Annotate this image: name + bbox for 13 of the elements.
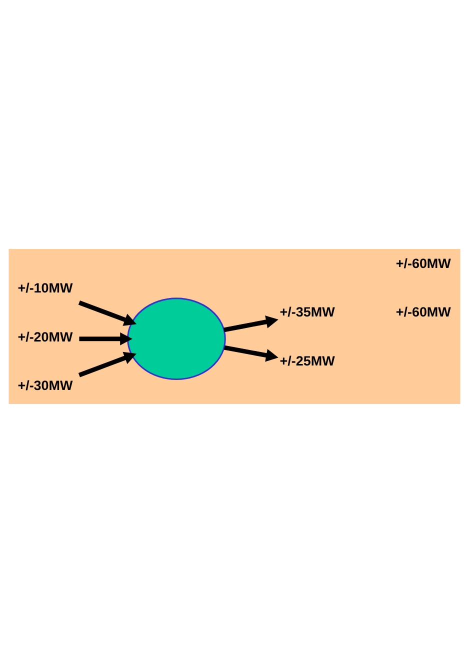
arrow [78,352,137,378]
node-text: +/-10MW [18,280,73,296]
arrow [79,332,132,346]
arrow [224,345,278,362]
node-text: +/-35MW [280,304,335,320]
node-text: +/-30MW [18,378,73,394]
node-text: +/-20MW [18,329,73,344]
arrow [224,316,278,332]
node-text: +/-25MW [280,353,335,368]
label: +/-60MW [396,256,451,272]
label: +/-60MW [396,304,451,320]
node-cloud [127,298,226,380]
arrow [78,300,137,326]
